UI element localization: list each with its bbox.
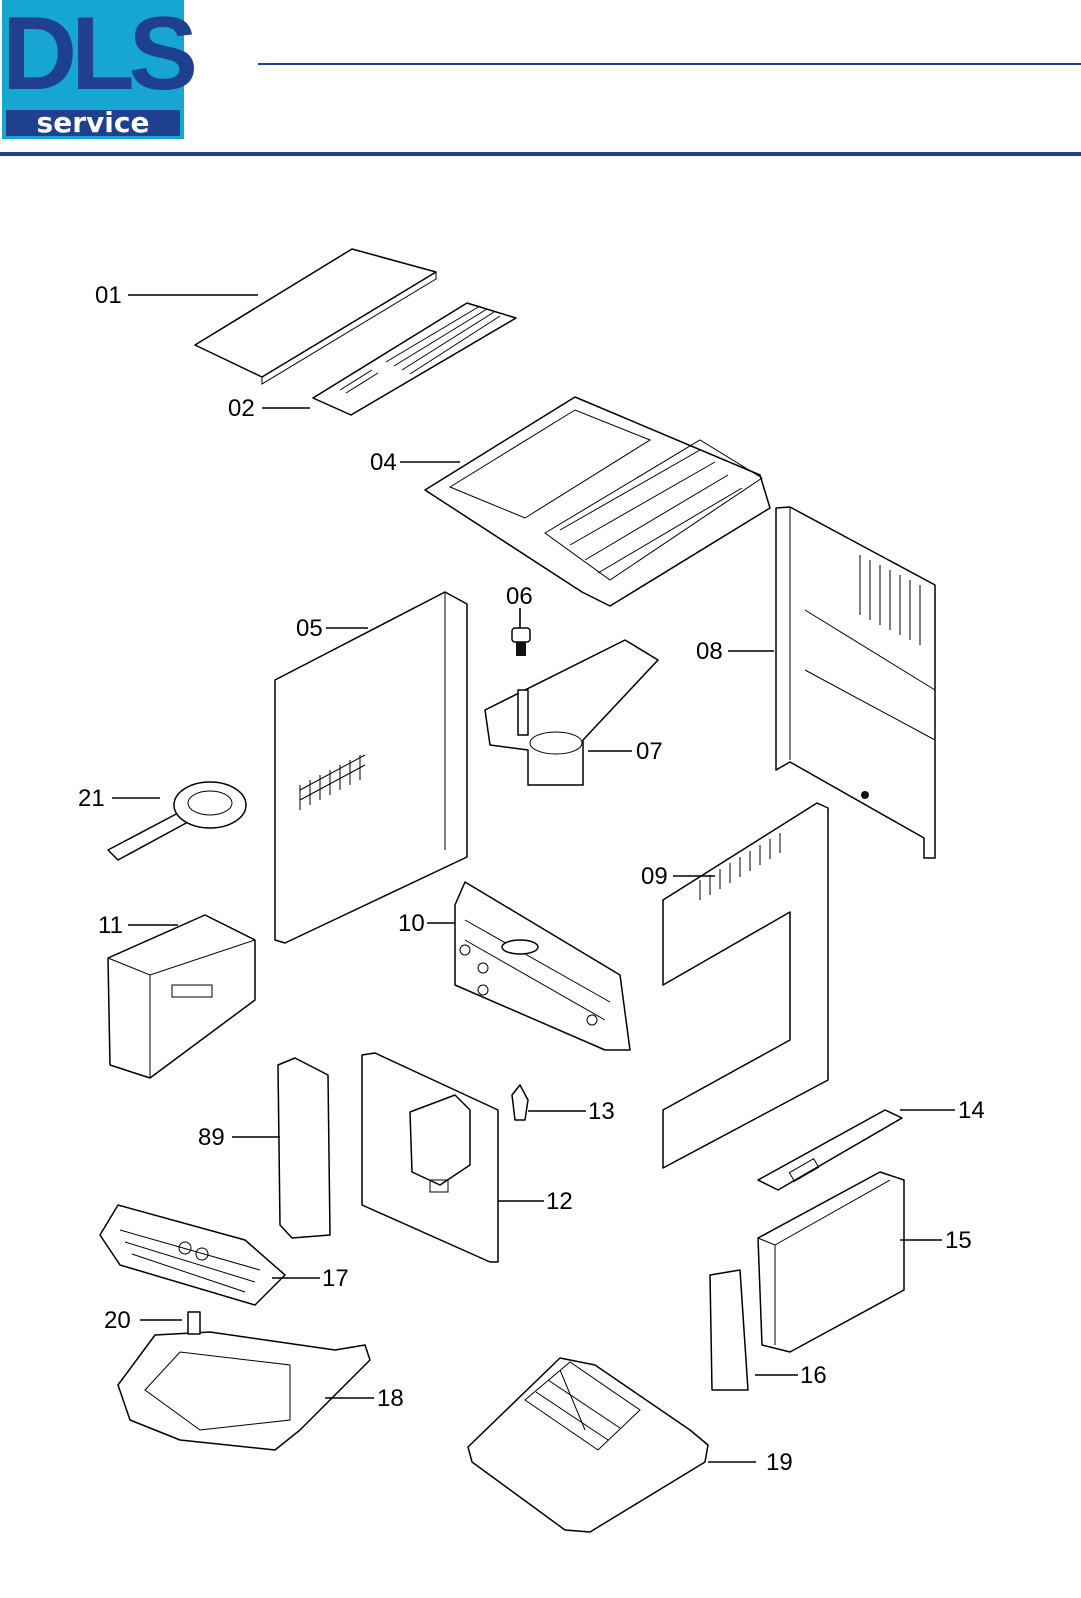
part-11-container xyxy=(107,914,256,1079)
part-13-clip xyxy=(511,1084,529,1121)
logo-top-text: DLS xyxy=(2,0,198,112)
part-09-front-panel xyxy=(662,802,829,1169)
label-12: 12 xyxy=(546,1188,573,1215)
part-15-water-tank xyxy=(757,1171,905,1353)
part-18-drip-tray xyxy=(117,1331,371,1451)
label-07: 07 xyxy=(636,738,663,765)
label-09: 09 xyxy=(641,863,668,890)
page-header: DLS service xyxy=(0,0,1081,160)
part-08-rear-panel xyxy=(775,506,936,859)
label-14: 14 xyxy=(958,1097,985,1124)
label-08: 08 xyxy=(696,638,723,665)
part-02-strip xyxy=(312,302,517,416)
label-10: 10 xyxy=(398,910,425,937)
part-06-knob xyxy=(511,627,531,656)
part-89-column-cover xyxy=(277,1057,331,1239)
label-21: 21 xyxy=(78,785,105,812)
part-07-bean-container xyxy=(484,639,659,786)
label-20: 20 xyxy=(104,1307,131,1334)
label-17: 17 xyxy=(322,1265,349,1292)
label-05: 05 xyxy=(296,615,323,642)
label-06: 06 xyxy=(506,583,533,610)
leader-lines xyxy=(112,294,955,1463)
part-12-infuser-housing xyxy=(361,1052,499,1263)
part-05-side-panel xyxy=(274,591,468,944)
label-04: 04 xyxy=(370,449,397,476)
part-21-scoop xyxy=(107,781,247,861)
part-01-lid xyxy=(194,248,437,385)
label-11: 11 xyxy=(98,912,123,939)
header-rule-top xyxy=(258,63,1081,65)
logo-bottom-text: service xyxy=(6,109,180,137)
label-19: 19 xyxy=(766,1449,793,1476)
part-labels: 01 02 04 05 06 07 08 09 10 11 12 13 14 1… xyxy=(78,282,985,1476)
part-20-small-clip xyxy=(187,1311,201,1335)
dls-service-logo: DLS service xyxy=(2,0,198,139)
part-19-base xyxy=(467,1357,709,1533)
label-89: 89 xyxy=(198,1124,225,1151)
label-01: 01 xyxy=(95,282,122,309)
label-18: 18 xyxy=(377,1385,404,1412)
label-16: 16 xyxy=(800,1362,827,1389)
label-15: 15 xyxy=(945,1227,972,1254)
label-13: 13 xyxy=(588,1098,615,1125)
part-04-top-cover xyxy=(424,396,771,607)
part-14-tray xyxy=(757,1109,903,1191)
label-02: 02 xyxy=(228,395,255,422)
part-10-control-panel xyxy=(454,881,631,1051)
part-17-drip-grid xyxy=(99,1204,286,1306)
header-rule-bottom xyxy=(0,152,1081,156)
part-16-side-trim xyxy=(709,1269,749,1391)
